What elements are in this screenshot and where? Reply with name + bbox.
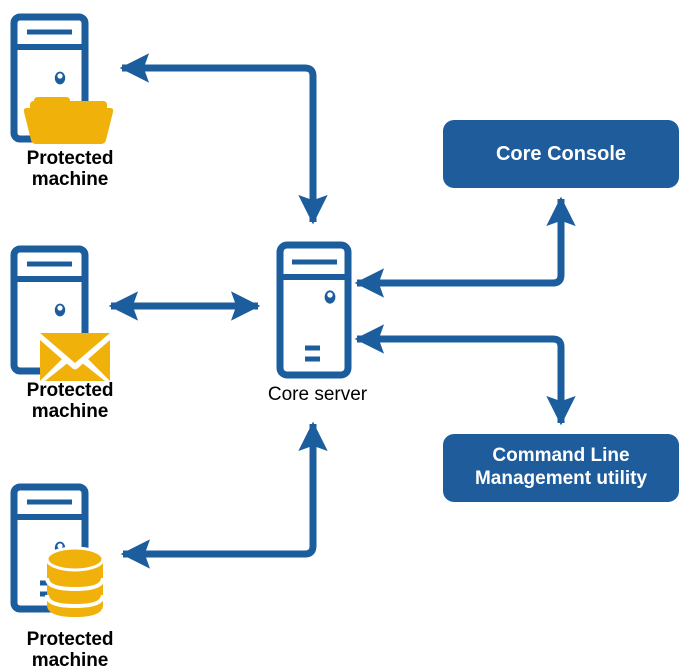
connector-core-to-machine-database [120,421,328,569]
connector-core-to-core-console [354,196,576,298]
machine-file-icon-group [10,13,114,144]
cli-utility-box[interactable]: Command Line Management utility [443,434,679,502]
folder-icon [23,97,114,144]
machine-mail-icon-group [10,245,110,381]
server-tower-icon [276,241,352,379]
database-icon [45,546,105,617]
core-server-label: Core server [267,384,368,405]
machine-mail-label: Protected machine [26,380,114,423]
connector-core-to-cli-utility [354,324,576,426]
machine-database-label: Protected machine [26,629,114,672]
connector-core-to-machine-file [119,53,328,225]
envelope-icon [40,333,110,381]
core-console-box[interactable]: Core Console [443,120,679,188]
machine-file-label: Protected machine [26,148,114,191]
machine-database-icon-group [10,483,105,617]
